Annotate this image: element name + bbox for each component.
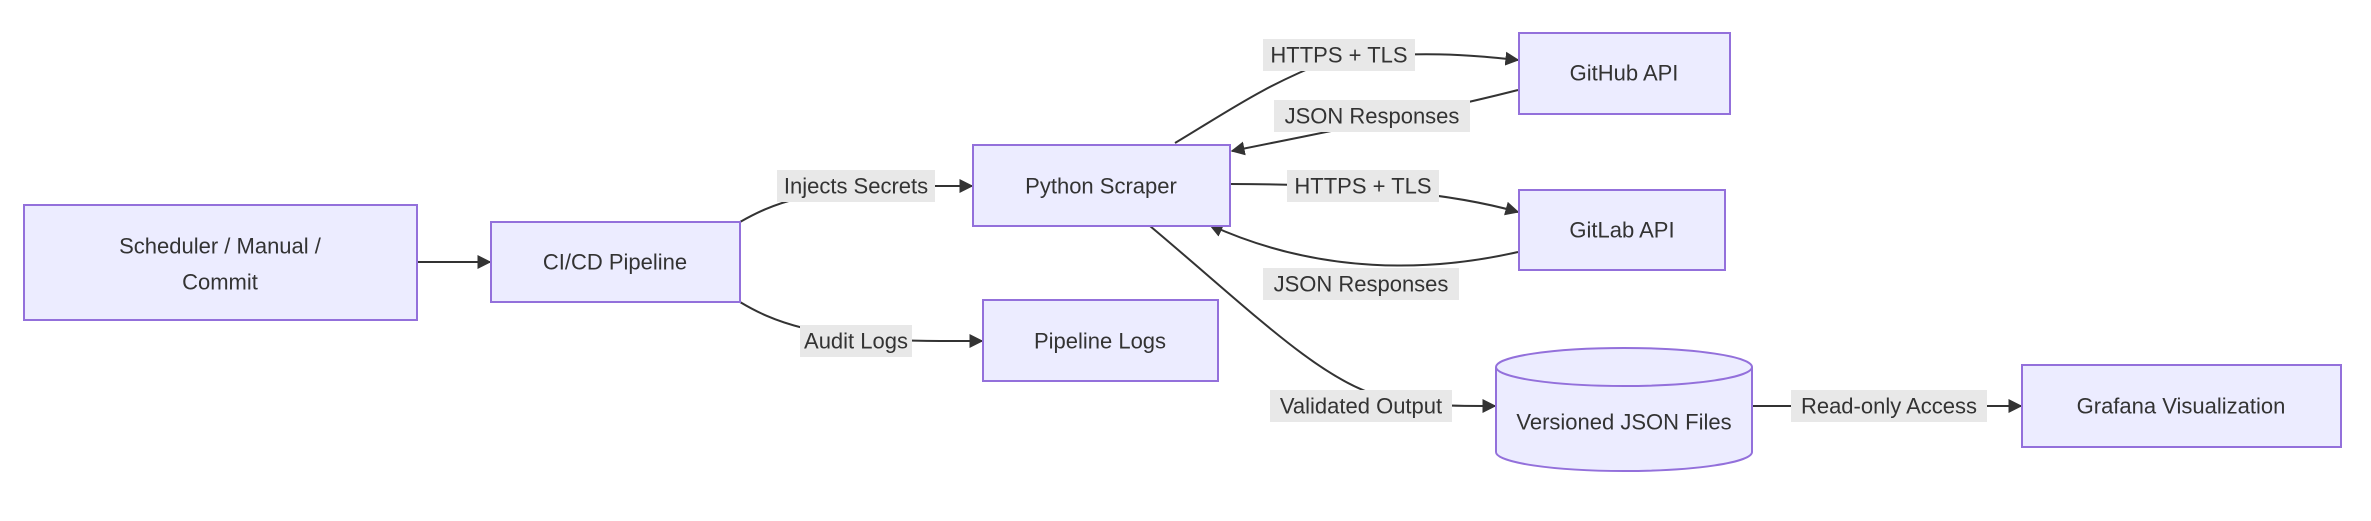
node-versioned-json-files: Versioned JSON Files — [1495, 347, 1753, 472]
edge-label-audit-logs: Audit Logs — [800, 325, 912, 357]
node-github-api: GitHub API — [1518, 32, 1731, 115]
edge-label-read-only-access: Read-only Access — [1791, 390, 1987, 422]
edge-label-audit-logs-text: Audit Logs — [804, 329, 908, 354]
node-versioned-json-files-label: Versioned JSON Files — [1516, 410, 1731, 435]
edge-label-json-responses-github-text: JSON Responses — [1285, 104, 1460, 129]
edge-label-https-tls-github-text: HTTPS + TLS — [1270, 43, 1407, 68]
edge-label-https-tls-gitlab: HTTPS + TLS — [1287, 170, 1439, 202]
node-github-api-label: GitHub API — [1570, 61, 1679, 86]
node-cicd-pipeline: CI/CD Pipeline — [490, 221, 741, 303]
node-python-scraper: Python Scraper — [972, 144, 1231, 227]
node-trigger: Scheduler / Manual / Commit — [23, 204, 418, 321]
node-grafana-visualization-label: Grafana Visualization — [2077, 394, 2286, 419]
edge-label-json-responses-gitlab: JSON Responses — [1263, 268, 1459, 300]
node-pipeline-logs: Pipeline Logs — [982, 299, 1219, 382]
node-grafana-visualization: Grafana Visualization — [2021, 364, 2342, 448]
edge-label-https-tls-github: HTTPS + TLS — [1263, 39, 1415, 71]
edge-label-validated-output-text: Validated Output — [1280, 394, 1442, 419]
nodes: Scheduler / Manual / Commit CI/CD Pipeli… — [23, 32, 2342, 472]
node-cicd-pipeline-label: CI/CD Pipeline — [543, 250, 687, 275]
node-trigger-label-line2: Commit — [182, 270, 258, 295]
edge-label-validated-output: Validated Output — [1270, 390, 1452, 422]
edge-label-read-only-access-text: Read-only Access — [1801, 394, 1977, 419]
node-gitlab-api-label: GitLab API — [1569, 218, 1674, 243]
node-pipeline-logs-label: Pipeline Logs — [1034, 329, 1166, 354]
edge-label-injects-secrets: Injects Secrets — [777, 170, 935, 202]
edge-labels: Injects Secrets Audit Logs HTTPS + TLS J… — [777, 39, 1987, 422]
node-python-scraper-label: Python Scraper — [1025, 174, 1177, 199]
edge-label-injects-secrets-text: Injects Secrets — [784, 174, 928, 199]
edge-label-json-responses-gitlab-text: JSON Responses — [1274, 272, 1449, 297]
node-trigger-label-line1: Scheduler / Manual / — [119, 234, 322, 259]
edge-gitlab-to-scraper — [1208, 223, 1519, 267]
node-gitlab-api: GitLab API — [1518, 189, 1726, 271]
edge-label-https-tls-gitlab-text: HTTPS + TLS — [1294, 174, 1431, 199]
edge-label-json-responses-github: JSON Responses — [1274, 100, 1470, 132]
